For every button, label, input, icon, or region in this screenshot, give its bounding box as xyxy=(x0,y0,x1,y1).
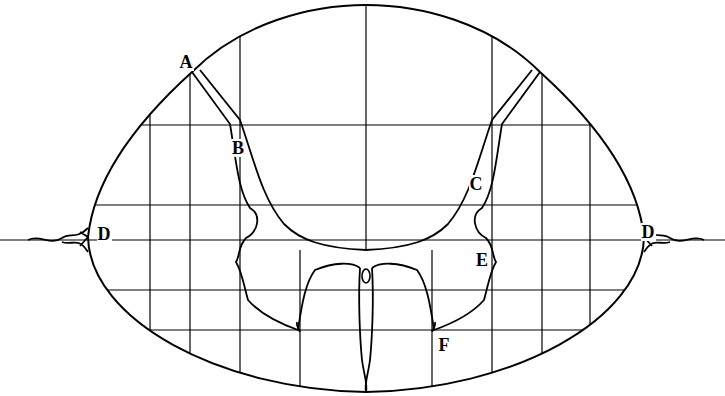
region-letter: A xyxy=(179,53,194,71)
region-letter: D xyxy=(97,225,112,243)
region-letter: B xyxy=(231,139,245,157)
grey-matter xyxy=(28,70,367,392)
cord-outline xyxy=(88,5,644,392)
central-canal xyxy=(362,269,370,283)
region-letter: F xyxy=(438,336,451,354)
region-letter: E xyxy=(475,251,489,269)
median-line xyxy=(365,5,366,250)
region-letter: D xyxy=(641,223,656,241)
grey-matter xyxy=(365,70,704,392)
region-letter: C xyxy=(469,175,484,193)
